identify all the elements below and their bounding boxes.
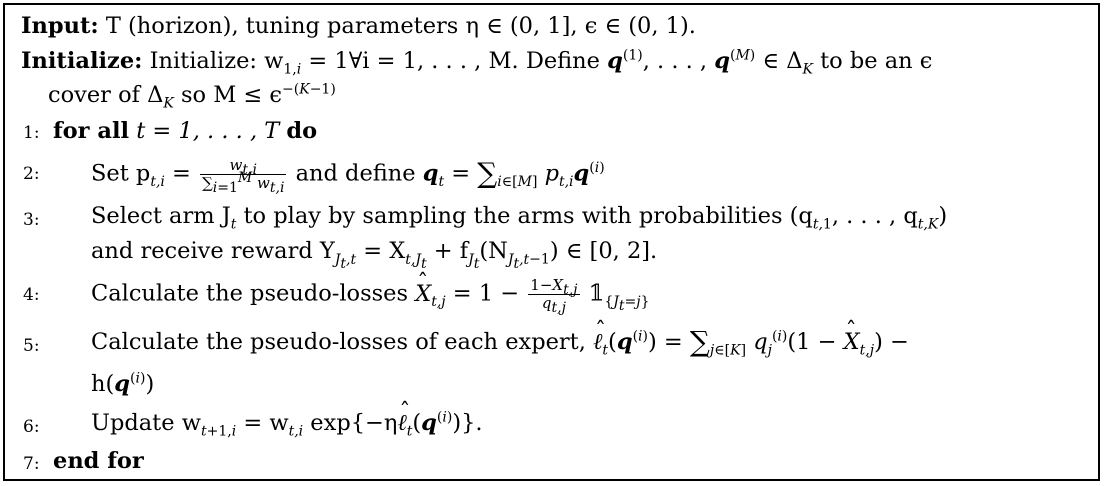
initialize-label: Initialize: <box>21 48 143 74</box>
input-text: T (horizon), tuning parameters η ∈ (0, 1… <box>105 13 696 39</box>
initialize-cont-b: so M ≤ ϵ <box>173 82 283 108</box>
step-3-cont-c: + f <box>426 238 469 264</box>
do-keyword: do <box>286 118 318 144</box>
step-2: Set pt,i = wt,i ∑i=1M wt,i and define qt… <box>91 156 605 196</box>
step-3-text-c: , . . . , q <box>831 203 918 229</box>
step-6-text-b: = w <box>236 410 289 436</box>
step-3-cont: and receive reward YJt,t = Xt,Jt + fJt(N… <box>91 238 658 272</box>
step-1: for all t = 1, . . . , T do <box>53 118 317 144</box>
initialize-text-c: ∈ Δ <box>755 48 803 74</box>
algorithm-box <box>3 3 1100 481</box>
step-3-text-d: ) <box>938 203 948 229</box>
step-6-text-c: exp{−η <box>303 410 398 436</box>
step-5-number: 5: <box>23 336 40 356</box>
step-7: end for <box>53 448 144 474</box>
end-for-keyword: end for <box>53 448 144 474</box>
step-6: Update wt+1,i = wt,i exp{−ηℓt(q(i))}. <box>91 400 483 439</box>
step-4: Calculate the pseudo-losses Xt,j = 1 − 1… <box>91 271 650 316</box>
step-5-cont-a: h( <box>91 371 115 397</box>
step-5-text-a: Calculate the pseudo-losses of each expe… <box>91 329 594 355</box>
initialize-cont-a: cover of Δ <box>48 82 164 108</box>
step-6-number: 6: <box>23 417 40 437</box>
step-3-cont-a: and receive reward Y <box>91 238 335 264</box>
step-3-cont-e: ) ∈ [0, 2]. <box>549 238 658 264</box>
step-5-cont: h(q(i)) <box>91 370 155 397</box>
step-1-text: t = 1, . . . , T <box>136 118 280 144</box>
step-3-text-a: Select arm J <box>91 203 231 229</box>
step-3-cont-b: = X <box>356 238 406 264</box>
step-2-text-a: Set p <box>91 160 151 187</box>
step-2-fraction: wt,i ∑i=1M wt,i <box>200 156 287 196</box>
step-5: Calculate the pseudo-losses of each expe… <box>91 319 909 358</box>
initialize-text-d: to be an ϵ <box>812 48 933 74</box>
step-2-text-b: and define <box>295 160 423 187</box>
step-7-number: 7: <box>23 454 40 474</box>
step-3: Select arm Jt to play by sampling the ar… <box>91 203 948 233</box>
step-3-cont-d: (N <box>479 238 508 264</box>
initialize-text-a: Initialize: w <box>149 48 284 74</box>
input-line: Input: T (horizon), tuning parameters η … <box>21 13 696 39</box>
step-6-text-a: Update w <box>91 410 201 436</box>
initialize-text-b: = 1∀i = 1, . . . , M. Define <box>301 48 608 74</box>
initialize-line: Initialize: Initialize: w1,i = 1∀i = 1, … <box>21 47 933 78</box>
step-4-number: 4: <box>23 285 40 305</box>
initialize-cont: cover of ΔK so M ≤ ϵ−(K−1) <box>48 81 336 112</box>
step-1-number: 1: <box>23 123 40 143</box>
step-3-number: 3: <box>23 210 40 230</box>
input-label: Input: <box>21 13 99 39</box>
for-keyword: for all <box>53 118 130 144</box>
step-4-fraction: 1−Xt,j qt,j <box>528 276 580 316</box>
step-3-text-b: to play by sampling the arms with probab… <box>236 203 813 229</box>
step-4-text-a: Calculate the pseudo-losses <box>91 280 416 307</box>
step-2-number: 2: <box>23 164 40 184</box>
